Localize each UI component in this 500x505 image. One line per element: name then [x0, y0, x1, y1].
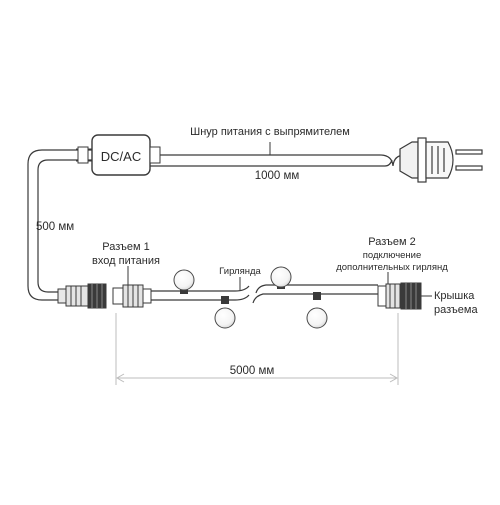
connector-1-label-line1: Разъем 1 — [102, 241, 150, 253]
connector-2-label-line1: Разъем 2 — [368, 236, 416, 248]
garland-label: Гирлянда — [219, 266, 261, 277]
connector-2 — [377, 272, 401, 309]
bulb — [306, 292, 328, 329]
adapter-box: DC/AC — [76, 134, 161, 176]
connector-2-label-line3: дополнительных гирлянд — [336, 262, 448, 273]
connector-1-label-line2: вход питания — [92, 255, 160, 267]
bulb — [173, 269, 195, 294]
cap-label-line1: Крышка — [434, 290, 475, 302]
lead-cable-length: 500 мм — [36, 221, 74, 233]
bulb — [270, 266, 292, 289]
bulb — [214, 296, 236, 329]
cap-label-line2: разъема — [434, 304, 478, 316]
power-plug — [399, 137, 483, 183]
adapter-label: DC/AC — [101, 149, 141, 164]
power-cord-label: Шнур питания с выпрямителем — [190, 126, 350, 138]
garland-wire — [151, 284, 378, 304]
connector-1 — [57, 266, 152, 309]
garland-length: 5000 мм — [230, 365, 275, 377]
power-cord — [150, 154, 406, 167]
power-cord-length: 1000 мм — [255, 170, 300, 182]
lead-cable — [27, 149, 92, 301]
connector-cap — [400, 282, 432, 310]
garland-length-dimension — [115, 313, 399, 385]
connector-2-label-line2: подключение — [363, 250, 422, 261]
